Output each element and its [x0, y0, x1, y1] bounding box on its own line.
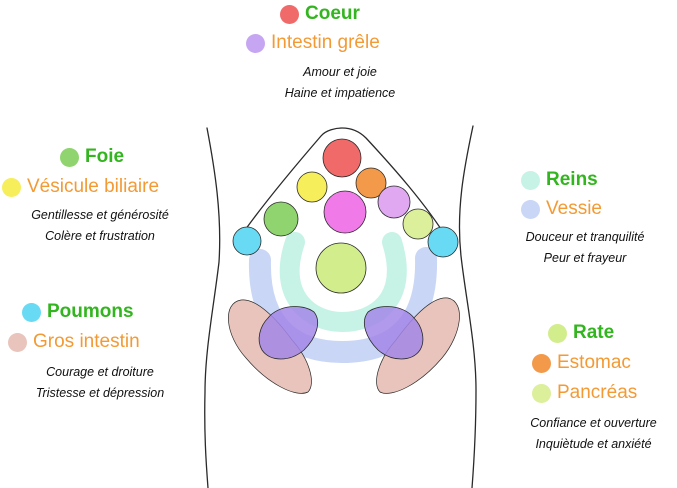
reins-dot-icon — [521, 170, 540, 190]
pancreas-dot-icon — [532, 383, 551, 403]
rate-block: Rate Estomac Pancréas Confiance et ouver… — [510, 321, 677, 455]
vessie-dot-icon — [521, 199, 540, 219]
rate-organ — [377, 185, 411, 219]
rate-label: Rate — [573, 322, 615, 343]
poumons-emotion-1: Courage et droiture — [46, 365, 154, 379]
vessie-label: Vessie — [546, 198, 602, 219]
pancreas-label: Pancréas — [557, 382, 638, 403]
vessie-shape — [248, 247, 438, 363]
intestin-grele-label: Intestin grêle — [271, 32, 380, 53]
gros-intestin-dot-icon — [8, 332, 27, 352]
intestin-pink-organ — [323, 190, 367, 234]
poumon-right-organ — [427, 226, 459, 258]
estomac-label: Estomac — [557, 352, 631, 373]
poumons-block: Poumons Gros intestin Courage et droitur… — [0, 300, 205, 404]
rate-emotion-2: Inquiètude et anxiété — [535, 437, 652, 451]
foie-label: Foie — [85, 146, 125, 167]
torso-left-outline — [204, 127, 221, 488]
torso-right-outline — [458, 125, 477, 488]
coeur-emotion-2: Haine et impatience — [284, 86, 396, 100]
vesicule-dot-icon — [2, 177, 21, 197]
coeur-emotion-1: Amour et joie — [303, 65, 377, 79]
foie-emotion-2: Colère et frustration — [45, 229, 155, 243]
foie-dot-icon — [60, 147, 79, 167]
gros-intestin-label: Gros intestin — [33, 331, 140, 352]
ribcage-outline — [237, 127, 449, 241]
reins-shape — [279, 232, 407, 333]
coeur-dot-icon — [280, 4, 299, 24]
poumons-emotion-2: Tristesse et dépression — [35, 386, 165, 400]
reins-label: Reins — [546, 169, 598, 190]
intestin-grele-shape — [258, 306, 424, 360]
reins-block: Reins Vessie Douceur et tranquilité Peur… — [493, 168, 677, 269]
estomac-dot-icon — [532, 353, 551, 373]
poumon-left-organ — [232, 226, 262, 256]
reins-emotion-2: Peur et frayeur — [543, 251, 627, 265]
coeur-label: Coeur — [305, 3, 360, 24]
center-organ — [315, 242, 367, 294]
poumons-label: Poumons — [47, 301, 134, 322]
coeur-organ — [322, 138, 362, 178]
poumons-dot-icon — [22, 302, 41, 322]
rate-dot-icon — [548, 323, 567, 343]
reins-emotion-1: Douceur et tranquilité — [525, 230, 645, 244]
intestin-grele-dot-icon — [246, 33, 265, 53]
estomac-organ — [355, 167, 387, 199]
rate-emotion-1: Confiance et ouverture — [530, 416, 657, 430]
foie-organ — [263, 201, 299, 237]
coeur-block: Coeur Intestin grêle Amour et joie Haine… — [240, 2, 440, 104]
foie-emotion-1: Gentillesse et générosité — [31, 208, 169, 222]
vesicule-label: Vésicule biliaire — [27, 176, 160, 197]
vesicule-organ — [296, 171, 328, 203]
pancreas-organ — [402, 208, 434, 240]
foie-block: Foie Vésicule biliaire Gentillesse et gé… — [0, 145, 205, 247]
